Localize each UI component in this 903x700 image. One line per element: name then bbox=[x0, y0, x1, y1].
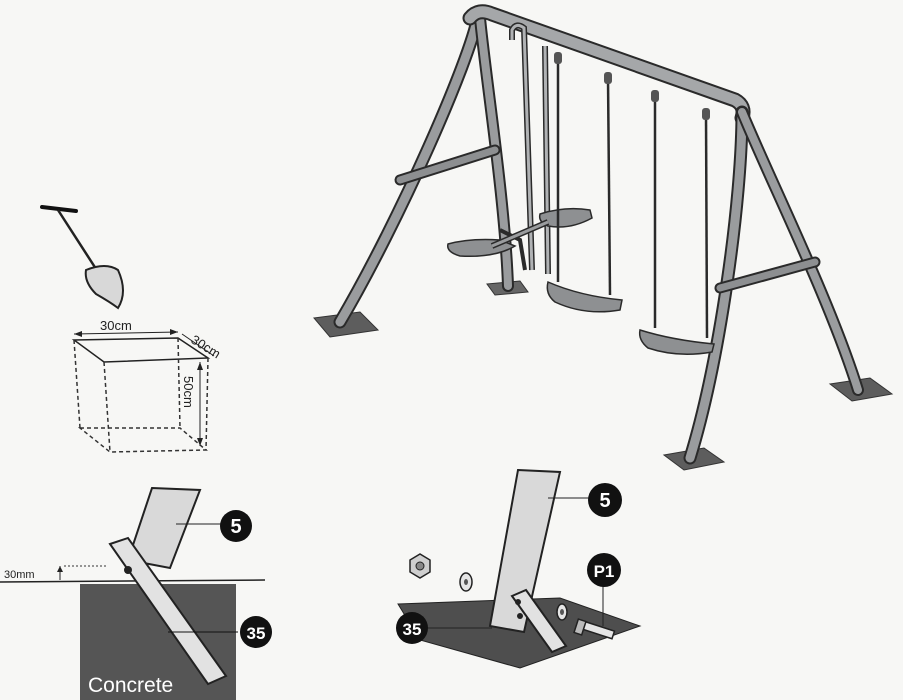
callout-leg-part-left: 5 bbox=[220, 510, 252, 542]
left-a-frame bbox=[333, 9, 514, 329]
callout-leg-part-right: 5 bbox=[588, 483, 622, 517]
glider-seat bbox=[447, 207, 593, 258]
bolt-icon bbox=[573, 618, 616, 640]
shovel-icon bbox=[40, 205, 124, 310]
callout-stake-number: 35 bbox=[247, 624, 266, 643]
callout-bolt-number: P1 bbox=[594, 562, 615, 581]
callout-leg-number-right: 5 bbox=[599, 490, 610, 512]
height-dimension-label: 50cm bbox=[181, 376, 196, 408]
swing-seat-right bbox=[638, 90, 715, 355]
concrete-label: Concrete bbox=[88, 674, 173, 697]
swing-seat-left bbox=[546, 52, 623, 313]
width-dimension-label: 30cm bbox=[100, 318, 132, 333]
swing-set-illustration bbox=[313, 4, 894, 471]
callout-leg-number: 5 bbox=[230, 516, 241, 538]
callout-stake-number-right: 35 bbox=[403, 620, 422, 639]
dig-hole-diagram: 30cm 30cm 50cm bbox=[71, 318, 223, 453]
right-a-frame bbox=[683, 105, 864, 465]
callout-bolt-part: P1 bbox=[587, 553, 621, 587]
ground-pad-anchor-detail: 5 35 P1 bbox=[396, 468, 642, 669]
callout-stake-part-right: 35 bbox=[396, 612, 428, 644]
washer-icon bbox=[459, 572, 473, 592]
nut-icon bbox=[409, 553, 431, 579]
glider-hanger bbox=[499, 22, 551, 275]
callout-stake-part-left: 35 bbox=[240, 616, 272, 648]
washer-icon-right bbox=[556, 603, 568, 621]
offset-dimension-label: 30mm bbox=[4, 569, 35, 581]
concrete-anchor-detail: 30mm 5 35 Concrete bbox=[0, 486, 272, 700]
